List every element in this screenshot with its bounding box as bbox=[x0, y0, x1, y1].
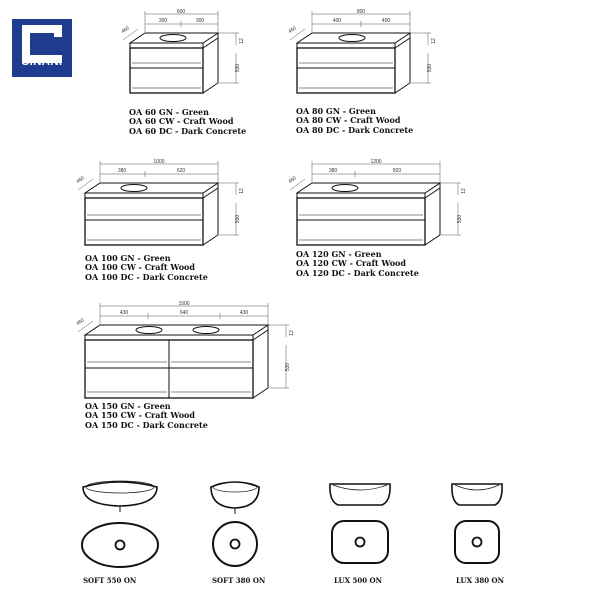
variant-green: OA 100 GN - Green bbox=[85, 253, 171, 263]
variant-craft-wood: OA 120 CW - Craft Wood bbox=[296, 258, 406, 269]
basin-drawing-soft550 bbox=[81, 480, 159, 568]
dim-right: 430 bbox=[240, 310, 249, 316]
basin-side-view bbox=[82, 481, 158, 507]
basin-top-view bbox=[454, 520, 500, 564]
logo-mark bbox=[22, 25, 62, 63]
variant-green: OA 150 GN - Green bbox=[85, 401, 171, 411]
basin-top-view bbox=[212, 521, 258, 567]
basin-side-view bbox=[210, 481, 260, 509]
cabinet-front bbox=[296, 47, 396, 94]
brand-name: SINANI bbox=[21, 56, 63, 68]
sinani-logo-icon bbox=[12, 19, 72, 77]
basin-drawing-lux380 bbox=[451, 483, 503, 564]
variant-green: OA 60 GN - Green bbox=[129, 107, 209, 117]
caption-oa120: OA 120 GN - Green OA 120 CW - Craft Wood… bbox=[296, 249, 419, 278]
caption-oa80: OA 80 GN - Green OA 80 CW - Craft Wood O… bbox=[296, 106, 414, 135]
caption-oa150: OA 150 GN - Green OA 150 CW - Craft Wood… bbox=[85, 401, 208, 430]
dim-height: 530 bbox=[235, 215, 241, 224]
drain-icon bbox=[471, 536, 483, 548]
vanity-drawing-oa150: 1500 430 640 430 460 530 12 bbox=[75, 301, 295, 399]
variant-dark-concrete: OA 60 DC - Dark Concrete bbox=[129, 125, 247, 136]
cabinet-front bbox=[296, 197, 426, 246]
dim-top: 12 bbox=[461, 188, 467, 194]
drain-icon bbox=[354, 536, 366, 548]
dim-depth: 460 bbox=[120, 25, 130, 35]
dim-top: 12 bbox=[431, 38, 437, 44]
vanity-drawing-oa80: 800 400 400 460 530 12 bbox=[287, 9, 437, 94]
dim-height: 530 bbox=[285, 363, 291, 372]
dim-width: 1000 bbox=[153, 159, 164, 165]
variant-dark-concrete: OA 120 DC - Dark Concrete bbox=[296, 267, 419, 278]
dim-width: 1500 bbox=[178, 301, 189, 307]
vanity-drawing-oa100: 1000 380 620 460 530 12 bbox=[75, 159, 245, 246]
basin-label-lux380: LUX 380 ON bbox=[456, 576, 505, 585]
variant-dark-concrete: OA 100 DC - Dark Concrete bbox=[85, 271, 208, 282]
dim-depth: 460 bbox=[75, 175, 85, 185]
dim-height: 530 bbox=[235, 64, 241, 73]
dim-height: 530 bbox=[457, 215, 463, 224]
dim-width: 1200 bbox=[370, 159, 381, 165]
basin-side-view bbox=[329, 483, 391, 506]
countertop-top bbox=[295, 182, 442, 194]
basin-cutout bbox=[120, 184, 148, 192]
dim-width: 600 bbox=[177, 9, 186, 15]
dim-top: 12 bbox=[239, 38, 245, 44]
basin-cutout bbox=[338, 34, 366, 42]
dim-right: 820 bbox=[393, 168, 402, 174]
dim-right: 620 bbox=[177, 168, 186, 174]
dim-depth: 460 bbox=[287, 175, 297, 185]
dim-depth: 460 bbox=[287, 25, 297, 35]
variant-green: OA 120 GN - Green bbox=[296, 249, 382, 259]
vanity-drawing-oa60: 600 300 300 460 530 12 bbox=[120, 9, 245, 94]
variant-dark-concrete: OA 150 DC - Dark Concrete bbox=[85, 419, 208, 430]
countertop-top bbox=[83, 324, 270, 336]
variant-craft-wood: OA 150 CW - Craft Wood bbox=[85, 410, 195, 421]
drain-icon bbox=[229, 538, 241, 550]
caption-oa60: OA 60 GN - Green OA 60 CW - Craft Wood O… bbox=[129, 107, 247, 136]
drain-icon bbox=[114, 539, 126, 551]
dim-width: 800 bbox=[357, 9, 366, 15]
basin-cutout-right bbox=[192, 326, 220, 334]
dim-left: 380 bbox=[118, 168, 127, 174]
dim-depth: 460 bbox=[75, 317, 85, 327]
variant-craft-wood: OA 60 CW - Craft Wood bbox=[129, 116, 234, 127]
dim-left: 430 bbox=[120, 310, 129, 316]
variant-dark-concrete: OA 80 DC - Dark Concrete bbox=[296, 124, 414, 135]
dim-right: 300 bbox=[196, 18, 205, 24]
basin-top-view bbox=[331, 520, 389, 564]
dim-right: 400 bbox=[382, 18, 391, 24]
basin-label-lux500: LUX 500 ON bbox=[334, 576, 383, 585]
dim-mid: 640 bbox=[180, 310, 189, 316]
cabinet-front bbox=[84, 197, 204, 246]
basin-cutout bbox=[331, 184, 359, 192]
dim-left: 400 bbox=[333, 18, 342, 24]
variant-green: OA 80 GN - Green bbox=[296, 106, 376, 116]
basin-side-view bbox=[451, 483, 503, 506]
dim-height: 530 bbox=[427, 64, 433, 73]
basin-drawing-lux500 bbox=[329, 483, 391, 564]
dim-left: 300 bbox=[159, 18, 168, 24]
basin-cutout bbox=[159, 34, 187, 42]
basin-drawing-soft380 bbox=[210, 481, 260, 567]
dim-left: 380 bbox=[329, 168, 338, 174]
variant-craft-wood: OA 80 CW - Craft Wood bbox=[296, 115, 401, 126]
vanity-drawing-oa120: 1200 380 820 460 530 12 bbox=[287, 159, 467, 246]
basin-label-soft380: SOFT 380 ON bbox=[212, 576, 266, 585]
basin-cutout-left bbox=[135, 326, 163, 334]
basin-label-soft550: SOFT 550 ON bbox=[83, 576, 137, 585]
caption-oa100: OA 100 GN - Green OA 100 CW - Craft Wood… bbox=[85, 253, 208, 282]
basin-top-view bbox=[81, 522, 159, 568]
variant-craft-wood: OA 100 CW - Craft Wood bbox=[85, 262, 195, 273]
dim-top: 12 bbox=[239, 188, 245, 194]
cabinet-front bbox=[129, 47, 204, 94]
countertop-top bbox=[83, 182, 220, 194]
dim-top: 12 bbox=[289, 330, 295, 336]
